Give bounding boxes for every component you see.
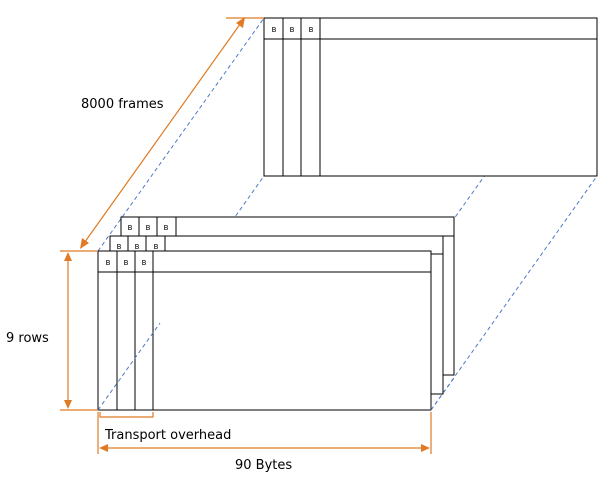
frames-label: 8000 frames: [81, 97, 164, 112]
byte-label: B: [146, 224, 151, 232]
rows-arrowhead-bottom: [64, 400, 72, 409]
bytes-arrowhead-left: [99, 444, 108, 452]
guide-bottom-right: [430, 175, 598, 411]
rows-arrowhead-top: [64, 252, 72, 261]
back-frame-byte-labels: B B B: [272, 26, 314, 34]
byte-label: B: [128, 224, 133, 232]
byte-label: B: [290, 26, 295, 34]
byte-label: B: [124, 259, 129, 267]
front-frame-body: [97, 250, 432, 411]
rows-label: 9 rows: [6, 331, 49, 346]
byte-label: B: [117, 243, 122, 251]
stack-frame-3-byte-labels: B B B: [128, 224, 169, 232]
frames-dimension-arrow: [81, 19, 244, 247]
byte-label: B: [154, 243, 159, 251]
byte-label: B: [164, 224, 169, 232]
front-frame-byte-labels: B B B: [106, 259, 147, 267]
byte-label: B: [142, 259, 147, 267]
bytes-label: 90 Bytes: [235, 458, 292, 473]
perspective-guides-front: [97, 322, 455, 411]
guide-top-left: [97, 17, 265, 252]
byte-label: B: [106, 259, 111, 267]
overhead-label: Transport overhead: [104, 428, 231, 443]
front-frame: [97, 250, 432, 411]
guide-bottom-left-front: [97, 322, 161, 411]
dimension-markers: [60, 17, 432, 454]
bytes-arrowhead-right: [421, 444, 430, 452]
byte-label: B: [309, 26, 314, 34]
byte-label: B: [135, 243, 140, 251]
back-frame-body: [263, 17, 598, 177]
back-frame: [263, 17, 598, 177]
arrowheads: [64, 17, 430, 452]
overhead-bracket: [99, 412, 154, 418]
stack-frame-2-byte-labels: B B B: [117, 243, 159, 251]
frames-arrowhead-bottom: [80, 238, 89, 249]
frames-arrowhead-top: [236, 17, 245, 28]
byte-label: B: [272, 26, 277, 34]
